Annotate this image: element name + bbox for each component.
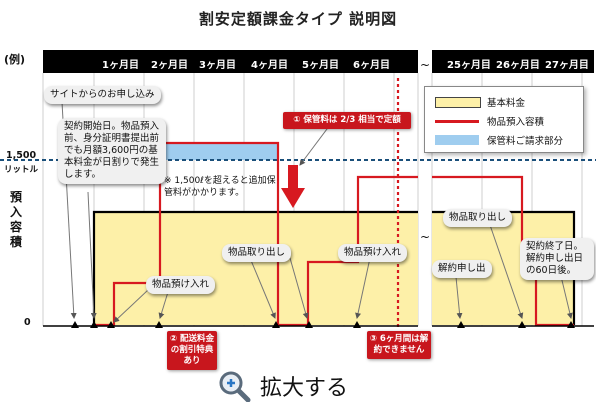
legend-label: 物品預入容積 (487, 117, 545, 128)
month-25: 25ヶ月目 (447, 60, 491, 71)
callout-deposit-1: 物品預け入れ (146, 276, 216, 294)
page-title: 割安定額課金タイプ 説明図 (198, 10, 398, 28)
y-label-zero: 0 (24, 317, 31, 328)
legend-item-storage-fee: 保管料ご請求部分 (435, 133, 585, 147)
magnifier-plus-icon (219, 371, 251, 402)
month-6: 6ヶ月目 (353, 60, 390, 71)
legend-label: 基本料金 (487, 98, 526, 109)
label-no-cancel-6m: ③ 6ヶ月間は解約できません (367, 331, 431, 359)
label-fee-two-thirds: ① 保管料は 2/3 相当で定額 (283, 112, 411, 129)
callout-takeout-2: 物品取り出し (443, 209, 513, 227)
callout-contract-start: 契約開始日。物品預入前、身分証明書提出前でも月額3,600円の基本料金が日割りで… (58, 118, 166, 184)
example-label: (例) (4, 53, 26, 66)
callout-takeout-1: 物品取り出し (222, 244, 292, 262)
base-fee-area-left (94, 212, 418, 325)
legend-swatch-base-fee (435, 97, 481, 108)
month-header-left (43, 50, 418, 73)
note-over-limit: ※ 1,500ℓを超えると追加保管料がかかります。 (164, 176, 276, 198)
month-2: 2ヶ月目 (151, 60, 188, 71)
callout-deposit-2: 物品預け入れ (338, 244, 408, 262)
legend-swatch-storage-fee (435, 135, 479, 145)
zoom-label: 拡大する (260, 376, 349, 401)
month-3: 3ヶ月目 (199, 60, 236, 71)
legend-label: 保管料ご請求部分 (487, 136, 564, 147)
legend-item-base-fee: 基本料金 (435, 95, 585, 109)
event-markers (71, 321, 575, 328)
legend-swatch-deposit-volume (435, 120, 479, 123)
month-1: 1ヶ月目 (102, 60, 139, 71)
storage-fee-area (160, 143, 278, 160)
break-symbol-header: ~ (420, 58, 431, 72)
callout-contract-end: 契約終了日。解約申し出日の60日後。 (520, 238, 594, 280)
label-delivery-discount: ② 配送料金の割引特典あり (167, 331, 217, 370)
y-axis-title: 預入容積 (10, 190, 23, 249)
callout-apply: サイトからのお申し込み (44, 86, 161, 104)
month-26: 26ヶ月目 (496, 60, 540, 71)
month-5: 5ヶ月目 (302, 60, 339, 71)
month-4: 4ヶ月目 (251, 60, 288, 71)
callout-cancel-request: 解約申し出 (432, 260, 492, 278)
reduction-arrow (281, 165, 305, 208)
month-header-right (432, 50, 594, 73)
y-label-unit: リットル (4, 165, 39, 175)
y-label-1500: 1,500 (6, 150, 37, 161)
month-27: 27ヶ月目 (545, 60, 589, 71)
break-symbol-chart: ~ (420, 230, 431, 244)
legend-item-deposit-volume: 物品預入容積 (435, 114, 585, 128)
legend: 基本料金 物品預入容積 保管料ご請求部分 (424, 86, 584, 153)
